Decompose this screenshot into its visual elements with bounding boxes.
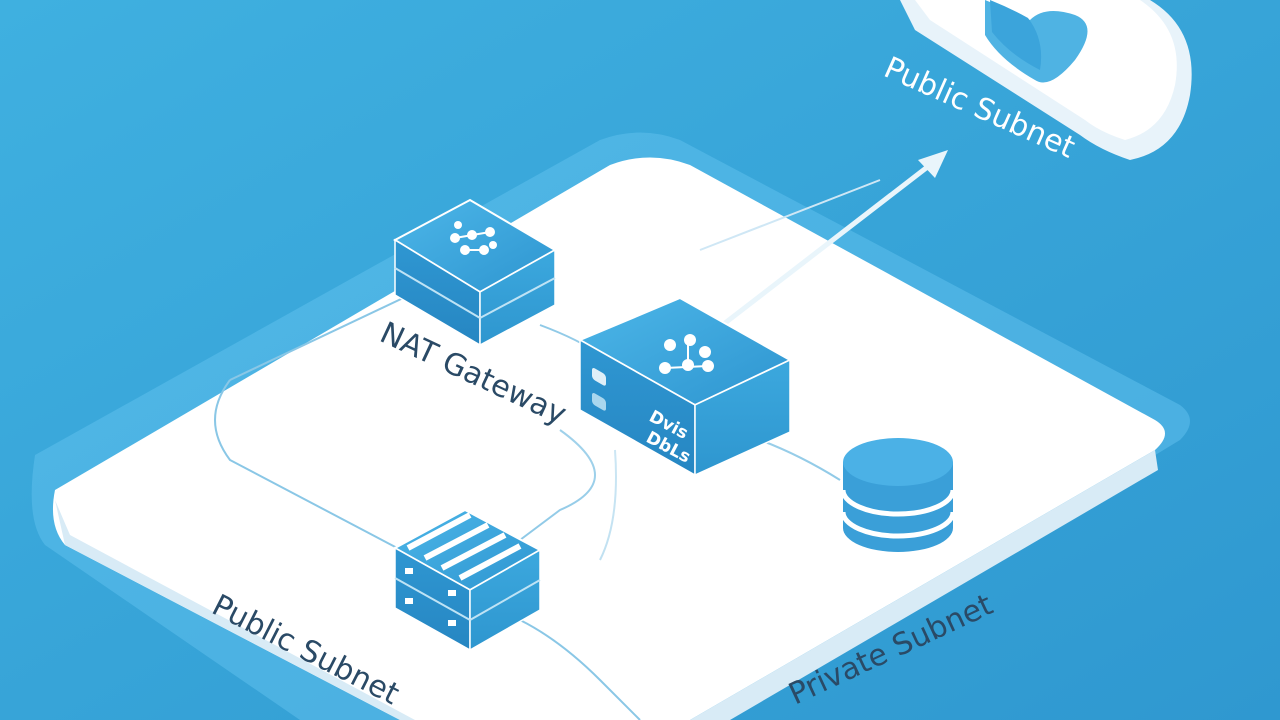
cloud-icon	[900, 0, 1192, 160]
network-hub-icon	[659, 334, 714, 374]
server-stack-icon	[392, 508, 543, 652]
nat-gateway-device	[392, 198, 558, 347]
network-hub-icon	[450, 221, 497, 255]
database-icon	[840, 438, 956, 561]
arrow-icon	[687, 150, 948, 353]
router-device: Dvis DbLs	[577, 296, 793, 477]
